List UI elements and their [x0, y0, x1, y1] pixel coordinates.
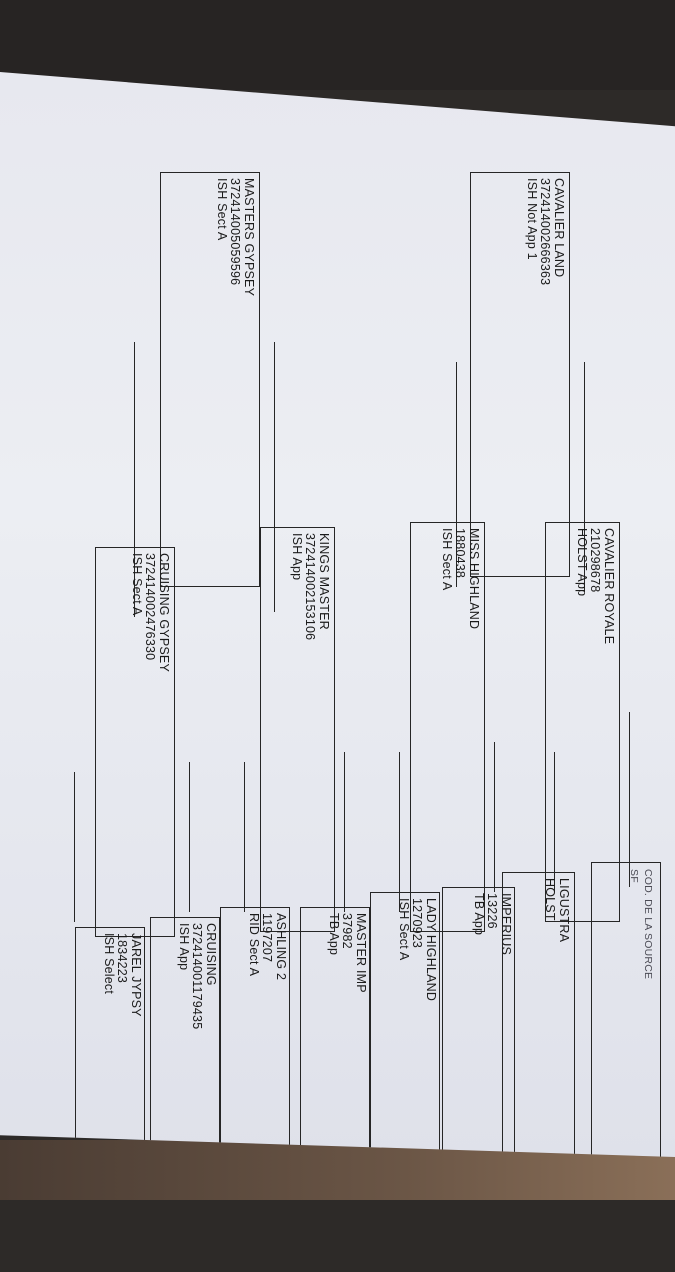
pedigree-chart: COD. DE LA SOURCE SF CAVALIER LAND 37241…: [0, 72, 675, 1157]
pedigree-entry-g3-6: CRUISING 372414001179435 ISH App: [177, 923, 218, 1030]
header-stamp-text: COD. DE LA SOURCE SF: [628, 869, 655, 980]
connector-line: [244, 762, 245, 912]
connector-line: [189, 762, 190, 912]
connector-line: [74, 772, 75, 922]
connector-line: [344, 752, 345, 912]
pedigree-entry-sire-sire: CAVALIER ROYALE 210298678 HOLST App: [575, 528, 616, 645]
connector-line: [554, 752, 555, 892]
pedigree-entry-g3-5: ASHLING 2 1197207 RID Sect A: [247, 913, 288, 981]
pedigree-entry-g3-2: IMPERIUS 13226 TB App: [472, 893, 513, 956]
connector-line: [494, 742, 495, 892]
connector-line: [399, 752, 400, 912]
pedigree-entry-g3-1: LIGUSTRA HOLST: [543, 878, 572, 943]
photo-background-top: [0, 0, 675, 90]
connector-line: [629, 712, 630, 887]
pedigree-entry-sire-dam: MISS HIGHLAND 1880438 ISH Sect A: [440, 528, 481, 630]
pedigree-entry-dam: MASTERS GYPSEY 372414005059596 ISH Sect …: [215, 178, 256, 297]
pedigree-entry-g3-4: MASTER IMP 37982 TB App: [327, 913, 368, 993]
paper-sheet: COD. DE LA SOURCE SF CAVALIER LAND 37241…: [0, 72, 675, 1157]
pedigree-entry-dam-dam: CRUISING GYPSEY 372414002476330 ISH Sect…: [130, 553, 171, 672]
pedigree-entry-g3-3: LADY HIGHLAND 1270923 ISH Sect A: [397, 898, 438, 1002]
pedigree-entry-sire: CAVALIER LAND 372414002666363 ISH Not Ap…: [525, 178, 566, 286]
header-stamp: COD. DE LA SOURCE SF: [591, 862, 661, 1157]
pedigree-entry-dam-sire: KINGS MASTER 372414002153106 ISH App: [290, 533, 331, 641]
pedigree-entry-g3-7: JAREL JYPSY 1834223 ISH Select: [102, 933, 143, 1017]
